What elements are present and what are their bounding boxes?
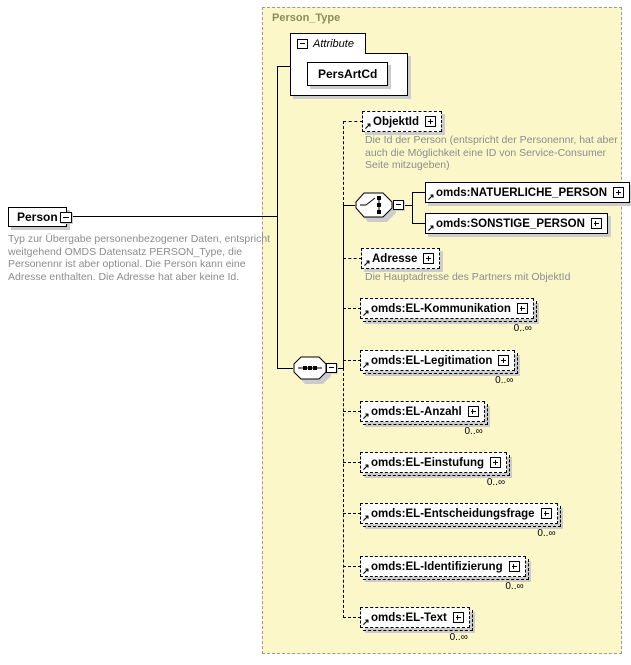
connector-line [343,566,361,567]
attribute-group-label: Attribute [313,38,354,50]
element-el-text[interactable]: ↗ omds:EL-Text [360,607,473,631]
connector-line [412,223,425,224]
element-el-kommunikation-item: ↗ omds:EL-Kommunikation 0..∞ [360,298,537,334]
sequence-icon [293,356,331,384]
choice-group[interactable] [355,192,399,229]
connector-line [412,192,413,224]
connector-line [71,216,277,217]
occurrence-label: 0..∞ [486,477,506,488]
element-natuerliche-person-label: omds:NATUERLICHE_PERSON [436,186,608,199]
connector-line [277,66,278,369]
expand-icon[interactable] [498,355,510,366]
connector-line [343,121,344,205]
element-label: omds:EL-Anzahl [371,405,462,418]
expand-icon[interactable] [508,561,520,572]
attribute-persartcd[interactable]: PersArtCd [307,62,389,86]
reference-arrow-icon: ↗ [362,617,370,627]
element-el-entscheidungsfrage[interactable]: ↗ omds:EL-Entscheidungsfrage [360,503,561,527]
connector-line [277,368,293,369]
element-adresse[interactable]: ↗ Adresse [361,248,441,269]
occurrence-label: 0..∞ [449,632,468,643]
expand-icon[interactable] [425,116,437,127]
collapse-icon[interactable] [326,363,337,373]
connector-line [343,258,362,259]
element-el-legitimation[interactable]: ↗ omds:EL-Legitimation [360,350,519,374]
element-label: omds:EL-Kommunikation [371,302,511,315]
connector-line [343,308,361,309]
element-objektid[interactable]: ↗ ObjektId [362,111,443,132]
connector-line [343,368,344,618]
connector-line [343,121,363,122]
connector-line [343,513,361,514]
reference-arrow-icon: ↗ [427,223,435,233]
connector-line [404,205,413,206]
reference-arrow-icon: ↗ [427,192,435,202]
element-el-anzahl[interactable]: ↗ omds:EL-Anzahl [360,401,488,425]
element-el-identifizierung[interactable]: ↗ omds:EL-Identifizierung [360,556,529,580]
collapse-icon[interactable] [60,212,72,223]
element-natuerliche-person[interactable]: ↗ omds:NATUERLICHE_PERSON [425,182,631,203]
element-label: omds:EL-Identifizierung [371,560,503,573]
element-label: omds:EL-Einstufung [371,456,485,469]
connector-line [343,360,361,361]
collapse-icon[interactable] [297,39,308,49]
expand-icon[interactable] [613,187,625,198]
connector-line [412,192,425,193]
element-adresse-label: Adresse [372,252,418,265]
objektid-annotation: Die Id der Person (entspricht der Person… [365,134,618,171]
element-label: omds:EL-Entscheidungsfrage [371,507,535,520]
connector-line [343,411,361,412]
person-type-title: Person_Type [272,12,341,24]
element-label: omds:EL-Legitimation [371,354,493,367]
connector-line [343,462,361,463]
expand-icon[interactable] [490,457,502,468]
connector-line [277,66,290,67]
choice-icon [355,192,396,222]
connector-line [337,368,344,369]
element-el-einstufung-item: ↗ omds:EL-Einstufung 0..∞ [360,452,511,488]
attribute-persartcd-label: PersArtCd [318,67,378,81]
connector-line [343,205,355,206]
connector-line [343,205,344,369]
expand-icon[interactable] [423,253,435,264]
element-el-entscheidungsfrage-item: ↗ omds:EL-Entscheidungsfrage 0..∞ [360,503,561,539]
element-el-anzahl-item: ↗ omds:EL-Anzahl 0..∞ [360,401,488,437]
expand-icon[interactable] [516,303,528,314]
attribute-group-tab[interactable]: Attribute [290,33,366,54]
reference-arrow-icon: ↗ [364,121,372,131]
reference-arrow-icon: ↗ [362,360,370,370]
reference-arrow-icon: ↗ [363,258,371,268]
element-person-label: Person [17,210,58,224]
element-sonstige-person-label: omds:SONSTIGE_PERSON [436,217,585,230]
connector-line [343,617,361,618]
element-person[interactable]: Person [8,207,67,227]
element-el-legitimation-item: ↗ omds:EL-Legitimation 0..∞ [360,350,519,386]
element-sonstige-person[interactable]: ↗ omds:SONSTIGE_PERSON [425,213,608,234]
element-objektid-label: ObjektId [373,115,420,128]
occurrence-label: 0..∞ [505,581,524,592]
reference-arrow-icon: ↗ [362,411,370,421]
occurrence-label: 0..∞ [513,323,532,334]
element-el-text-item: ↗ omds:EL-Text 0..∞ [360,607,473,643]
reference-arrow-icon: ↗ [362,462,370,472]
collapse-icon[interactable] [393,200,404,210]
expand-icon[interactable] [467,406,479,417]
expand-icon[interactable] [452,612,464,623]
reference-arrow-icon: ↗ [362,308,370,318]
occurrence-label: 0..∞ [495,375,514,386]
reference-arrow-icon: ↗ [362,566,370,576]
adresse-annotation: Die Hauptadresse des Partners mit Objekt… [365,271,571,283]
element-el-einstufung[interactable]: ↗ omds:EL-Einstufung [360,452,511,476]
reference-arrow-icon: ↗ [362,513,370,523]
occurrence-label: 0..∞ [537,528,556,539]
occurrence-label: 0..∞ [464,426,483,437]
expand-icon[interactable] [540,508,552,519]
element-el-kommunikation[interactable]: ↗ omds:EL-Kommunikation [360,298,537,322]
expand-icon[interactable] [590,218,602,229]
element-label: omds:EL-Text [371,611,447,624]
sequence-group[interactable] [292,356,332,391]
person-annotation: Typ zur Übergabe personenbezogener Daten… [8,233,271,283]
element-el-identifizierung-item: ↗ omds:EL-Identifizierung 0..∞ [360,556,529,592]
